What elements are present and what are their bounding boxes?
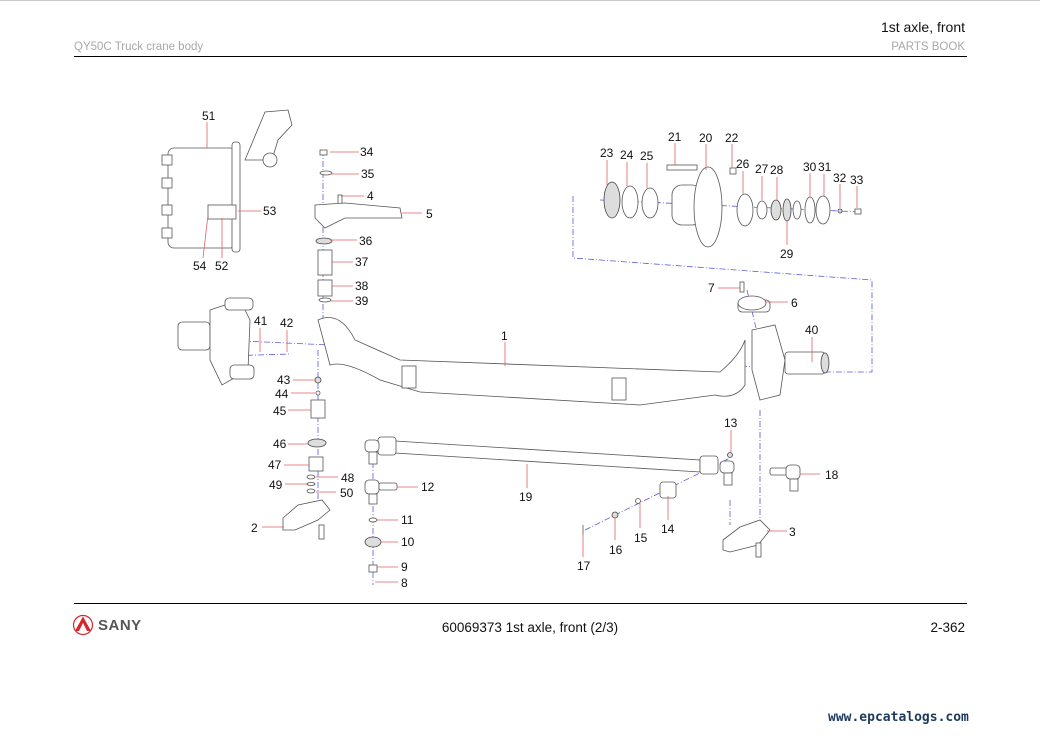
callout-22: 22	[725, 131, 739, 145]
model-name: QY50C Truck crane body	[74, 41, 204, 53]
callout-48: 48	[341, 471, 355, 485]
callout-8: 8	[401, 576, 408, 590]
sany-logo: SANY	[72, 614, 142, 636]
tie-rod-assembly	[364, 436, 801, 573]
callout-44: 44	[275, 387, 289, 401]
callout-27: 27	[755, 162, 769, 176]
callout-leaders	[202, 122, 858, 583]
wheel-hub-assembly	[603, 164, 862, 248]
callout-24: 24	[620, 148, 634, 162]
callout-18: 18	[825, 468, 839, 482]
callout-9: 9	[401, 560, 408, 574]
steering-arm-stack	[314, 149, 403, 303]
callout-51: 51	[202, 109, 216, 123]
callout-17: 17	[577, 559, 591, 573]
left-steering-knuckle	[177, 297, 255, 386]
top-border	[0, 0, 1040, 1]
book-name: PARTS BOOK	[891, 41, 965, 53]
callout-54: 54	[193, 259, 207, 273]
callout-20: 20	[699, 131, 713, 145]
callout-10: 10	[401, 535, 415, 549]
callout-40: 40	[805, 323, 819, 337]
brand-name: SANY	[98, 616, 142, 634]
callout-45: 45	[273, 404, 287, 418]
part-51-brake-assembly	[161, 109, 293, 253]
callout-26: 26	[736, 157, 750, 171]
callout-15: 15	[634, 531, 648, 545]
callout-5: 5	[426, 207, 433, 221]
callout-25: 25	[640, 149, 654, 163]
callout-42: 42	[280, 316, 294, 330]
header-divider	[74, 56, 967, 57]
callout-38: 38	[355, 279, 369, 293]
callout-23: 23	[600, 146, 614, 160]
sany-logo-icon	[72, 614, 94, 636]
callout-1: 1	[501, 329, 508, 343]
callout-32: 32	[833, 171, 847, 185]
callout-46: 46	[273, 437, 287, 451]
callout-29: 29	[780, 247, 794, 261]
callout-34: 34	[360, 145, 374, 159]
lower-arm-stack	[282, 376, 331, 540]
part-6-steering-arm-right	[737, 281, 767, 311]
callout-53: 53	[263, 204, 277, 218]
callout-35: 35	[361, 167, 375, 181]
callout-39: 39	[355, 294, 369, 308]
callout-labels: 51 53 54 52 34 35 4 5 36 37 38 39 41 42 …	[193, 109, 864, 590]
callout-7: 7	[708, 281, 715, 295]
callout-47: 47	[268, 458, 282, 472]
callout-19: 19	[519, 490, 533, 504]
section-title: 1st axle, front	[880, 19, 965, 35]
part-1-axle-beam	[317, 317, 746, 406]
watermark-url: www.epcatalogs.com	[828, 710, 969, 725]
callout-28: 28	[770, 163, 784, 177]
callout-21: 21	[668, 130, 682, 144]
callout-52: 52	[215, 259, 229, 273]
callout-3: 3	[789, 525, 796, 539]
callout-6: 6	[791, 296, 798, 310]
right-steering-knuckle	[737, 299, 830, 401]
callout-13: 13	[724, 416, 738, 430]
callout-14: 14	[661, 522, 675, 536]
callout-16: 16	[609, 543, 623, 557]
callout-37: 37	[355, 255, 369, 269]
callout-31: 31	[818, 160, 832, 174]
callout-50: 50	[340, 486, 354, 500]
callout-41: 41	[254, 314, 268, 328]
callout-2: 2	[251, 521, 258, 535]
callout-11: 11	[401, 513, 414, 527]
callout-30: 30	[803, 160, 817, 174]
footer-divider	[74, 603, 967, 604]
callout-36: 36	[359, 234, 373, 248]
callout-43: 43	[277, 373, 291, 387]
callout-12: 12	[421, 480, 435, 494]
callout-33: 33	[850, 173, 864, 187]
callout-49: 49	[269, 478, 283, 492]
figure-caption: 60069373 1st axle, front (2/3)	[441, 620, 619, 635]
callout-4: 4	[367, 189, 374, 203]
page-number: 2-362	[930, 620, 965, 635]
